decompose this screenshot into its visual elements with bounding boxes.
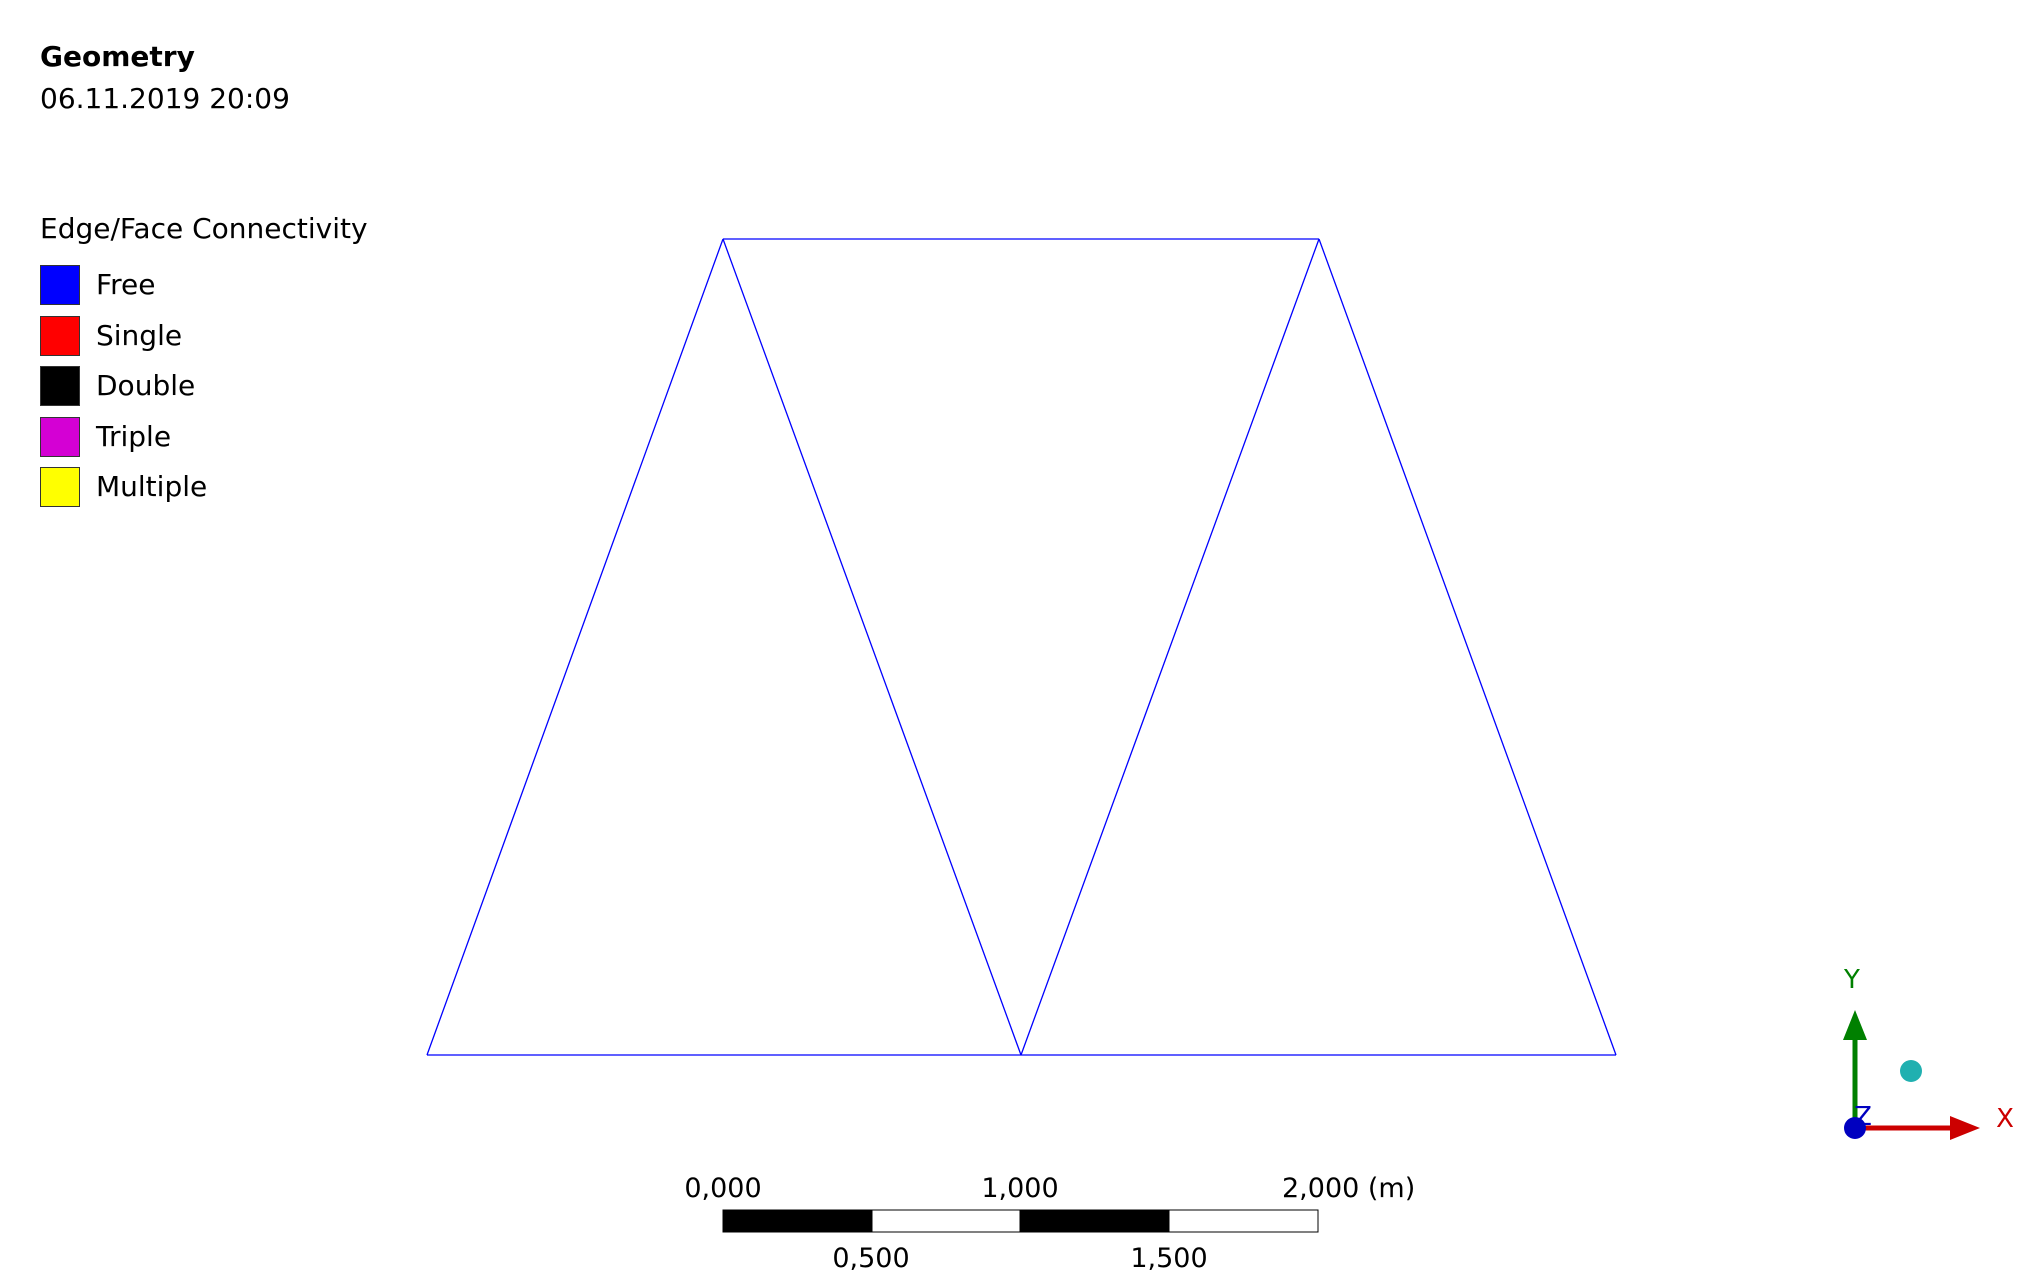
truss-edge-diagonal-3[interactable] <box>1020 238 1320 1056</box>
truss-model[interactable] <box>426 238 1617 1056</box>
legend-label-double: Double <box>96 369 196 403</box>
iso-view-ball-icon[interactable] <box>1900 1060 1922 1082</box>
legend-label-multiple: Multiple <box>96 470 208 504</box>
scale-segment-1 <box>722 1209 873 1233</box>
coordinate-triad[interactable]: Y X Z <box>1843 965 2014 1140</box>
z-axis-origin-icon <box>1844 1117 1866 1139</box>
x-axis-arrowhead <box>1950 1116 1980 1140</box>
legend-item-multiple: Multiple <box>40 462 368 513</box>
scale-label-1000: 1,000 <box>981 1173 1058 1204</box>
truss-edge-diagonal-4[interactable] <box>1318 238 1617 1056</box>
y-axis-label: Y <box>1843 965 1860 995</box>
legend-swatch-multiple <box>40 467 80 508</box>
z-axis-label: Z <box>1854 1102 1872 1132</box>
legend-item-free: Free <box>40 260 368 311</box>
legend-label-free: Free <box>96 268 156 302</box>
legend-item-double: Double <box>40 361 368 412</box>
legend-item-triple: Triple <box>40 412 368 463</box>
legend-swatch-free <box>40 265 80 306</box>
truss-edge-diagonal-1[interactable] <box>426 238 724 1056</box>
y-axis-arrowhead <box>1843 1010 1867 1040</box>
legend-item-single: Single <box>40 311 368 362</box>
geometry-title: Geometry <box>40 40 195 73</box>
scale-segment-3 <box>1019 1209 1170 1233</box>
legend-title: Edge/Face Connectivity <box>40 212 368 245</box>
connectivity-legend: Edge/Face Connectivity Free Single Doubl… <box>40 212 368 513</box>
legend-swatch-single <box>40 315 80 356</box>
legend-label-triple: Triple <box>96 419 172 453</box>
scale-segment-2 <box>871 1209 1021 1233</box>
scale-bar: 0,000 1,000 2,000 (m) 0,500 1,500 <box>684 1173 1415 1274</box>
timestamp: 06.11.2019 20:09 <box>40 82 290 115</box>
scale-label-500: 0,500 <box>832 1243 909 1274</box>
scale-label-1500: 1,500 <box>1130 1243 1207 1274</box>
x-axis-label: X <box>1996 1104 2014 1134</box>
truss-edge-diagonal-2[interactable] <box>722 238 1022 1056</box>
scale-segment-4 <box>1168 1209 1319 1233</box>
scale-label-2000: 2,000 (m) <box>1282 1173 1415 1204</box>
legend-swatch-triple <box>40 416 80 457</box>
legend-swatch-double <box>40 366 80 407</box>
legend-label-single: Single <box>96 318 183 352</box>
scale-label-0: 0,000 <box>684 1173 761 1204</box>
